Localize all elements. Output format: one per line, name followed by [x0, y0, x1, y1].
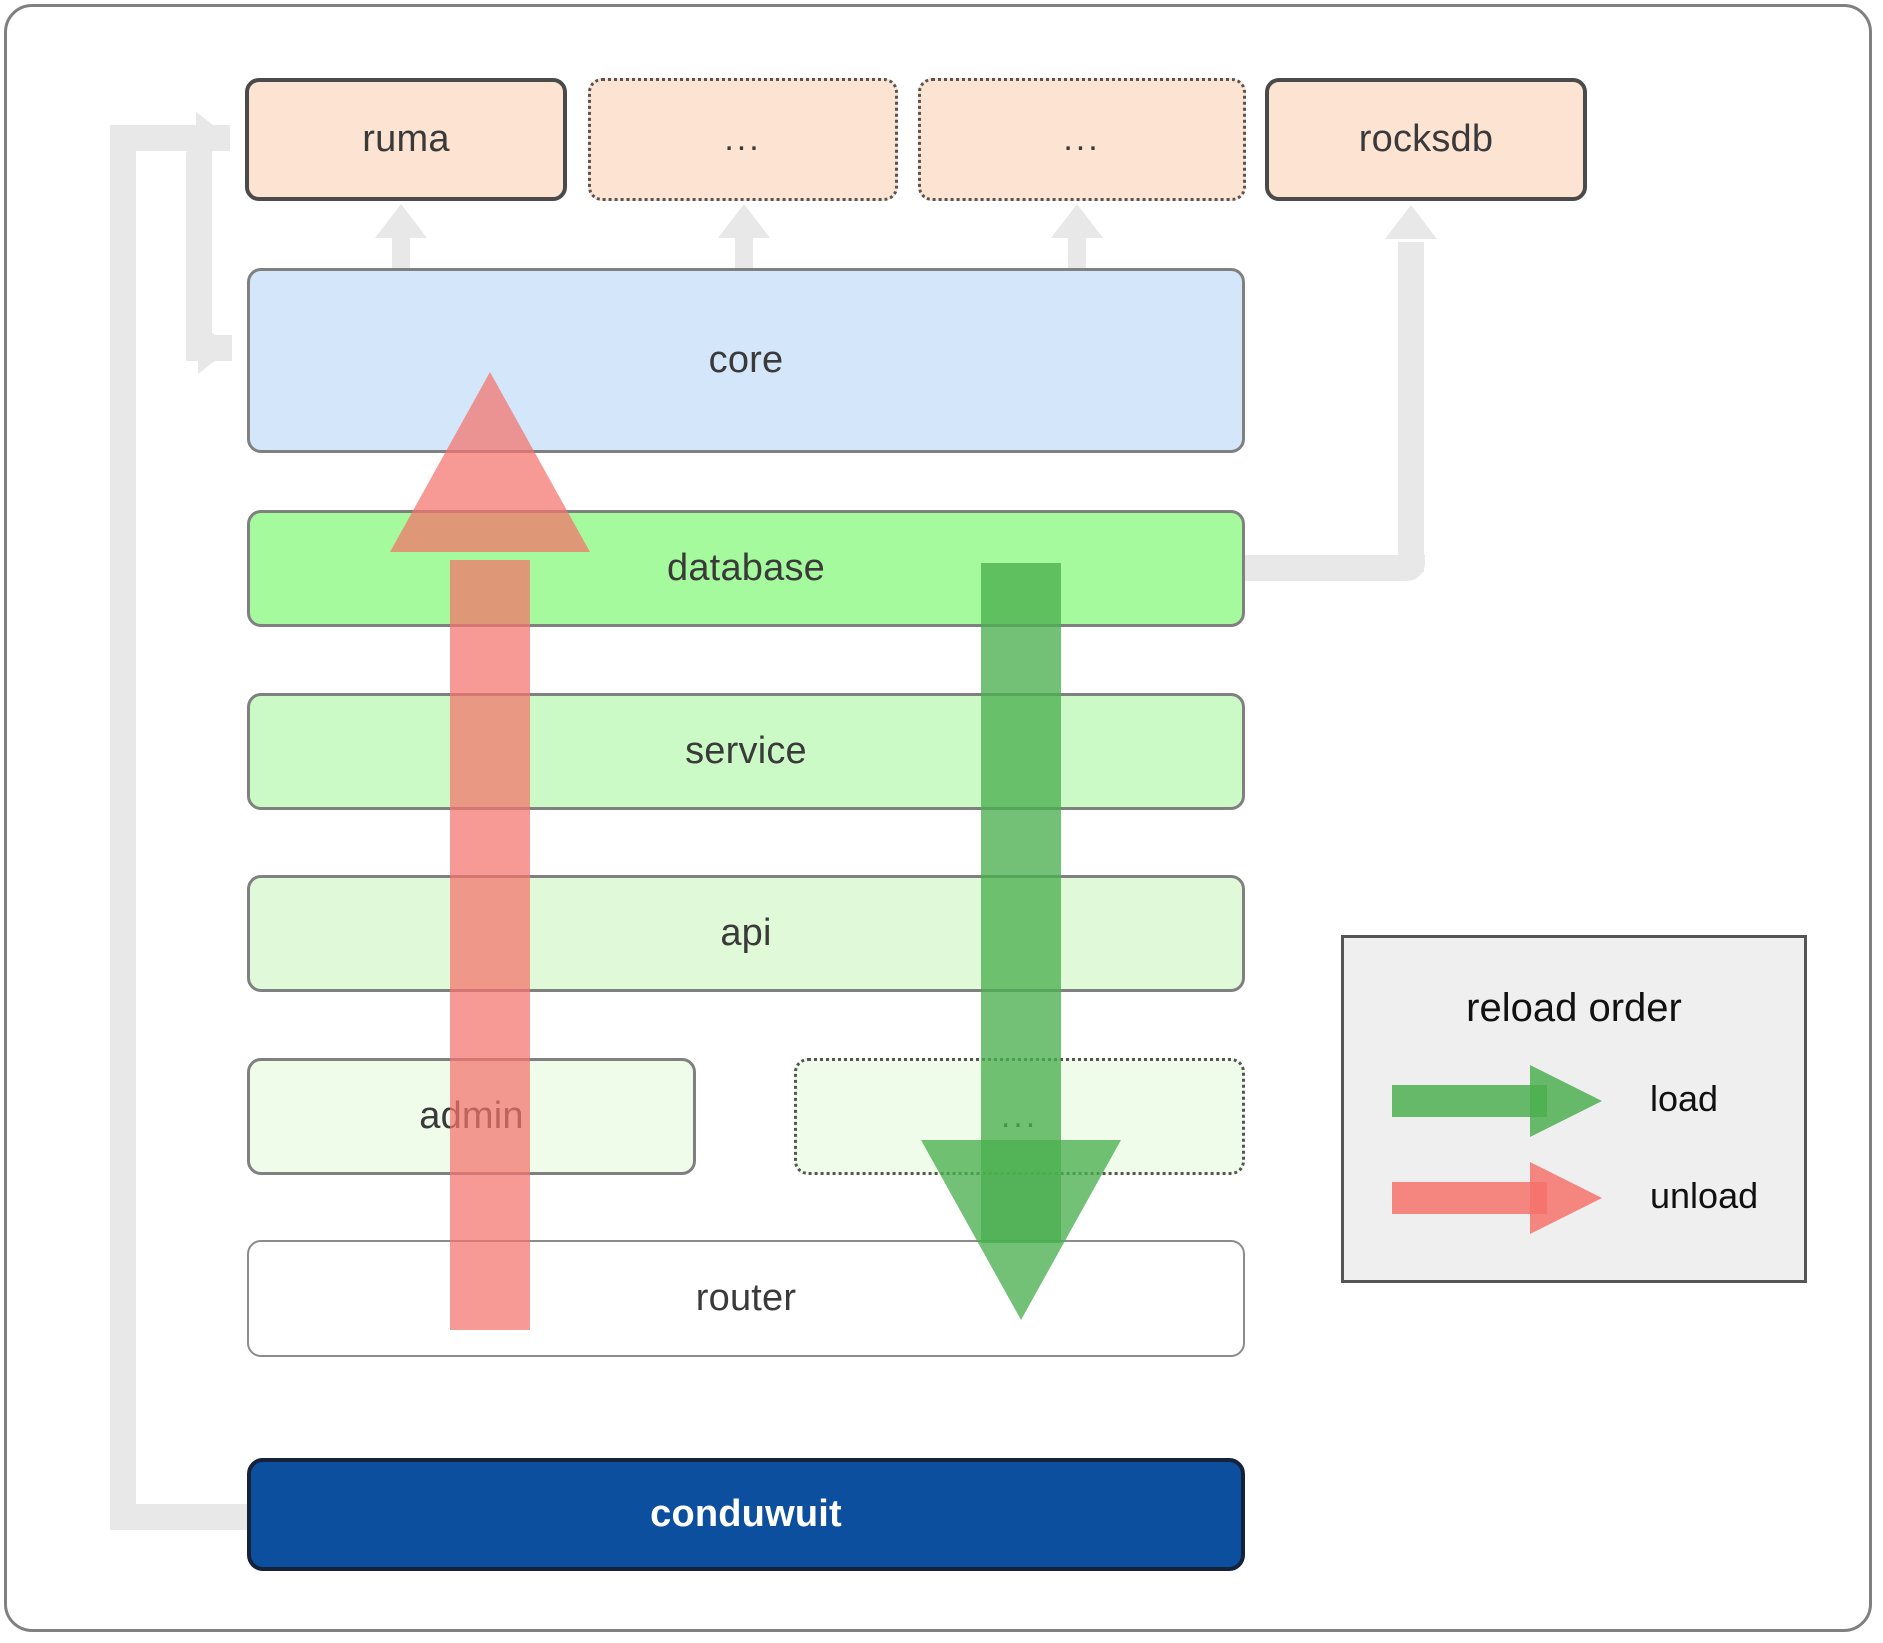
node-core-label: core	[708, 339, 784, 381]
unload-arrow-shaft	[450, 560, 530, 1330]
unload-arrow-head	[390, 372, 590, 552]
legend-load-label: load	[1650, 1078, 1719, 1119]
legend-panel: reload order load unload	[1341, 935, 1807, 1283]
load-arrow-head	[921, 1140, 1121, 1320]
node-ruma[interactable]: ruma	[245, 78, 567, 201]
connector-core-to-dots2-arrowhead	[1051, 204, 1103, 238]
node-rocksdb[interactable]: rocksdb	[1265, 78, 1587, 201]
node-rocksdb-label: rocksdb	[1358, 118, 1494, 160]
legend-load-shaft	[1392, 1085, 1547, 1117]
node-conduwuit-label: conduwuit	[650, 1493, 842, 1535]
node-ellipsis-top-1[interactable]: ...	[588, 78, 898, 201]
node-service[interactable]: service	[247, 693, 1245, 810]
connector-to-conduwuit	[110, 1504, 250, 1530]
node-api[interactable]: api	[247, 875, 1245, 992]
load-arrow-shaft	[981, 563, 1061, 1243]
connector-rocksdb-arrowhead	[1385, 205, 1437, 239]
connector-core-to-ruma-arrowhead	[375, 204, 427, 238]
legend-unload-head	[1530, 1162, 1602, 1234]
diagram-frame	[4, 4, 1872, 1632]
node-ellipsis-top-2[interactable]: ...	[918, 78, 1246, 201]
legend-load-head	[1530, 1065, 1602, 1137]
connector-db-to-rocksdb-vertical	[1398, 242, 1424, 572]
connector-core-to-dots1-arrowhead	[718, 204, 770, 238]
node-router-label: router	[695, 1277, 797, 1319]
node-ruma-label: ruma	[362, 118, 450, 160]
connector-core-branch-vert	[186, 138, 212, 348]
node-service-label: service	[685, 730, 807, 772]
connector-core-to-dots2-shaft	[1068, 228, 1086, 280]
connector-to-ruma-stem	[110, 125, 200, 151]
node-api-label: api	[720, 912, 772, 954]
legend-unload-label: unload	[1650, 1175, 1759, 1216]
legend-unload-shaft	[1392, 1182, 1547, 1214]
legend-title: reload order	[1466, 986, 1682, 1030]
connector-core-to-dots1-shaft	[735, 228, 753, 280]
node-conduwuit[interactable]: conduwuit	[247, 1458, 1245, 1571]
node-ellipsis-top-1-label: ...	[724, 120, 762, 158]
node-database-label: database	[667, 547, 825, 589]
node-ellipsis-top-2-label: ...	[1063, 120, 1101, 158]
connector-left-spine	[110, 125, 136, 1530]
connector-to-core-arrowhead	[198, 322, 232, 374]
connector-core-to-ruma-shaft	[392, 228, 410, 280]
connector-db-to-rocksdb-horizontal	[1225, 555, 1425, 581]
